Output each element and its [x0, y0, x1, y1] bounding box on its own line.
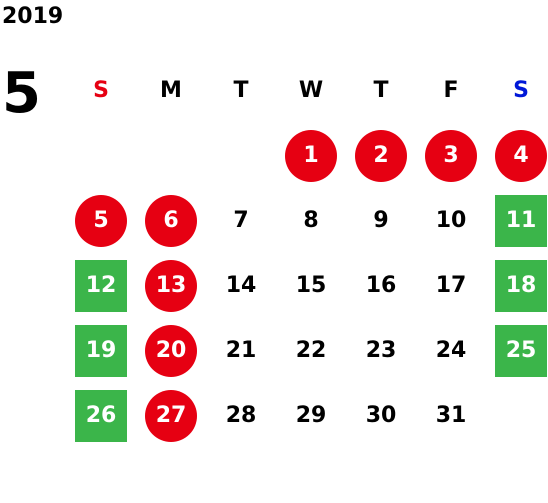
day-cell-7[interactable]: 7 — [206, 188, 276, 253]
day-number: 19 — [75, 324, 127, 377]
empty-cell — [66, 123, 136, 188]
day-cell-1[interactable]: 1 — [276, 123, 346, 188]
day-number: 26 — [75, 389, 127, 442]
day-number: 21 — [225, 337, 257, 363]
day-number: 7 — [233, 207, 249, 233]
day-number: 24 — [435, 337, 467, 363]
day-number: 29 — [295, 402, 327, 428]
weekday-header: T — [373, 77, 389, 103]
day-cell-12[interactable]: 12 — [66, 253, 136, 318]
day-cell-13[interactable]: 13 — [136, 253, 206, 318]
day-cell-30[interactable]: 30 — [346, 383, 416, 448]
day-cell-16[interactable]: 16 — [346, 253, 416, 318]
weekday-header: T — [233, 77, 249, 103]
empty-cell — [136, 123, 206, 188]
day-number: 25 — [495, 324, 547, 377]
day-cell-3[interactable]: 3 — [416, 123, 486, 188]
weekday-header: M — [160, 77, 182, 103]
day-cell-2[interactable]: 2 — [346, 123, 416, 188]
day-number: 1 — [285, 129, 337, 182]
day-number: 16 — [365, 272, 397, 298]
day-number: 3 — [425, 129, 477, 182]
day-number: 18 — [495, 259, 547, 312]
day-cell-31[interactable]: 31 — [416, 383, 486, 448]
day-cell-4[interactable]: 4 — [486, 123, 548, 188]
day-number: 31 — [435, 402, 467, 428]
day-cell-17[interactable]: 17 — [416, 253, 486, 318]
weekday-header: F — [443, 77, 459, 103]
empty-cell — [206, 123, 276, 188]
day-cell-9[interactable]: 9 — [346, 188, 416, 253]
day-number: 17 — [435, 272, 467, 298]
day-cell-24[interactable]: 24 — [416, 318, 486, 383]
day-cell-25[interactable]: 25 — [486, 318, 548, 383]
day-number: 2 — [355, 129, 407, 182]
weekday-header: W — [298, 77, 324, 103]
day-cell-22[interactable]: 22 — [276, 318, 346, 383]
year-label: 2019 — [2, 4, 64, 29]
day-number: 30 — [365, 402, 397, 428]
day-cell-8[interactable]: 8 — [276, 188, 346, 253]
day-cell-29[interactable]: 29 — [276, 383, 346, 448]
day-cell-10[interactable]: 10 — [416, 188, 486, 253]
day-number: 9 — [373, 207, 389, 233]
day-cell-28[interactable]: 28 — [206, 383, 276, 448]
day-cell-6[interactable]: 6 — [136, 188, 206, 253]
day-cell-20[interactable]: 20 — [136, 318, 206, 383]
day-number: 23 — [365, 337, 397, 363]
day-number: 12 — [75, 259, 127, 312]
day-number: 10 — [435, 207, 467, 233]
day-cell-19[interactable]: 19 — [66, 318, 136, 383]
day-cell-14[interactable]: 14 — [206, 253, 276, 318]
day-number: 14 — [225, 272, 257, 298]
day-number: 4 — [495, 129, 547, 182]
day-number: 8 — [303, 207, 319, 233]
day-cell-27[interactable]: 27 — [136, 383, 206, 448]
day-cell-23[interactable]: 23 — [346, 318, 416, 383]
month-number: 5 — [2, 61, 41, 126]
day-cell-5[interactable]: 5 — [66, 188, 136, 253]
day-number: 28 — [225, 402, 257, 428]
day-cell-18[interactable]: 18 — [486, 253, 548, 318]
day-number: 20 — [145, 324, 197, 377]
day-number: 15 — [295, 272, 327, 298]
day-number: 22 — [295, 337, 327, 363]
day-number: 6 — [145, 194, 197, 247]
day-cell-11[interactable]: 11 — [486, 188, 548, 253]
day-number: 11 — [495, 194, 547, 247]
weekday-header: S — [93, 77, 109, 103]
day-number: 27 — [145, 389, 197, 442]
day-number: 5 — [75, 194, 127, 247]
day-number: 13 — [145, 259, 197, 312]
weekday-header: S — [513, 77, 529, 103]
day-cell-26[interactable]: 26 — [66, 383, 136, 448]
day-cell-21[interactable]: 21 — [206, 318, 276, 383]
day-cell-15[interactable]: 15 — [276, 253, 346, 318]
